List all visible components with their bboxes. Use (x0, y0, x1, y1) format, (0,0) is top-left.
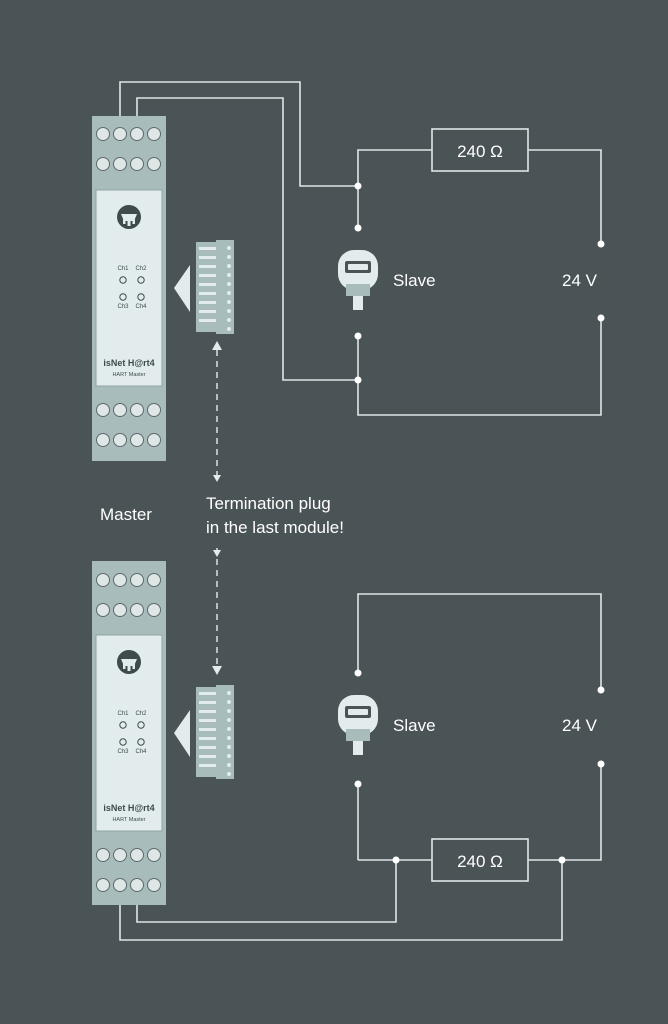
led-ch4-label: Ch4 (135, 304, 147, 310)
wire-top-res-left (357, 149, 432, 186)
terminal-row (96, 573, 161, 892)
master-module-top: Ch1 Ch2 Ch3 Ch4 isNet H@rt4 HART Master (92, 116, 166, 461)
module-title: isNet H@rt4 (103, 803, 154, 813)
arrow-heads (212, 341, 222, 675)
module-subtitle: HART Master (112, 372, 145, 378)
slave-transmitter-bottom-icon (338, 695, 378, 755)
module-subtitle: HART Master (112, 817, 145, 823)
led-ch1-label: Ch1 (117, 711, 129, 717)
wire-top-bottom-loop (357, 318, 602, 416)
led-ch4-label: Ch4 (135, 749, 147, 755)
arrow-left-icon (174, 710, 190, 757)
terminal-row (96, 127, 161, 447)
wire-bottom-loop-top (357, 593, 602, 690)
slave-transmitter-top-icon (338, 250, 378, 310)
resistor-bottom: 240 Ω (431, 838, 529, 882)
wire-bottom-2 (119, 860, 563, 941)
master-module-bottom: Ch1 Ch2 Ch3 Ch4 isNet H@rt4 HART Master (92, 561, 166, 905)
wire-bottom-1 (136, 860, 397, 923)
led-ch2-label: Ch2 (135, 266, 147, 272)
led-ch3-label: Ch3 (117, 749, 129, 755)
wire-top-res-right (528, 149, 602, 244)
termination-note-line2: in the last module! (206, 518, 344, 537)
led-ch2-label: Ch2 (135, 711, 147, 717)
resistor-top: 240 Ω (431, 128, 529, 172)
termination-note-line1: Termination plug (206, 494, 331, 513)
termination-plug-bottom (174, 685, 234, 779)
wires (119, 81, 602, 941)
isnet-logo-icon (117, 205, 141, 229)
slave-top-label: Slave (393, 271, 436, 290)
wire-top-2 (136, 97, 358, 381)
isnet-logo-icon (117, 650, 141, 674)
supply-bottom-label: 24 V (562, 716, 598, 735)
led-indicators: Ch1 Ch2 Ch3 Ch4 (117, 266, 147, 310)
supply-top-label: 24 V (562, 271, 598, 290)
resistor-top-label: 240 Ω (457, 142, 503, 161)
resistor-bottom-label: 240 Ω (457, 852, 503, 871)
wire-top-1 (119, 81, 358, 187)
master-label: Master (100, 505, 152, 524)
led-indicators: Ch1 Ch2 Ch3 Ch4 (117, 711, 147, 755)
slave-bottom-label: Slave (393, 716, 436, 735)
module-title: isNet H@rt4 (103, 358, 154, 368)
junction-dots (354, 182, 605, 864)
termination-plug-top (174, 240, 234, 334)
arrow-left-icon (174, 265, 190, 312)
led-ch3-label: Ch3 (117, 304, 129, 310)
led-ch1-label: Ch1 (117, 266, 129, 272)
wire-bottom-res-right (528, 764, 602, 861)
